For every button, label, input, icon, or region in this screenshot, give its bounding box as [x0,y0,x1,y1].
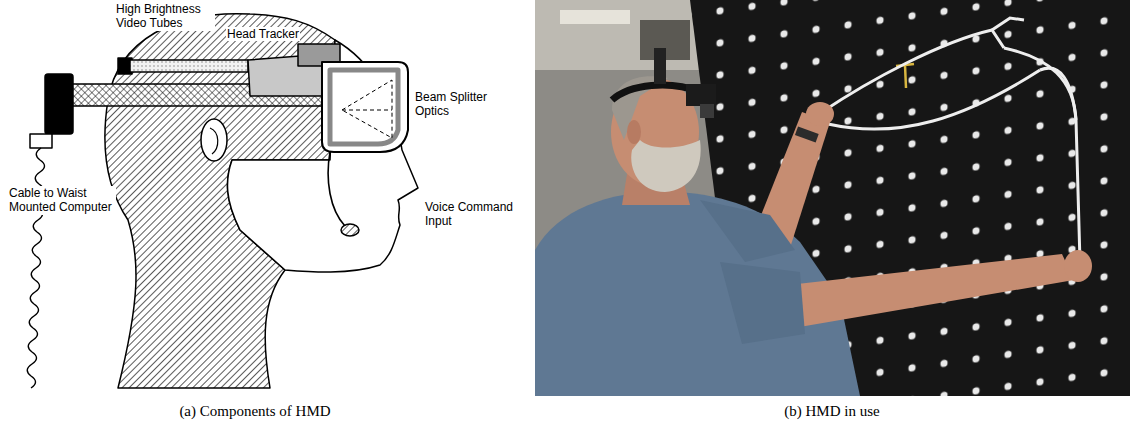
label-holder: (b) HMD in use [682,402,982,420]
ear-inner [210,128,218,154]
wire-harness [822,18,1080,262]
lab-light [560,10,630,24]
headset-display [686,84,716,106]
forearm [762,254,1074,330]
label-holder: High Brightness Video Tubes [115,2,215,31]
subfigure-caption: (a) Components of HMD [179,402,330,420]
headset-tracker [654,48,666,84]
housing-frame [330,70,398,144]
label-holder: (a) Components of HMD [105,402,405,420]
sleeve [720,262,805,344]
cable-plug [30,134,52,148]
headset-lens [700,104,714,118]
rear-housing [45,74,73,134]
mic-boom [328,152,345,226]
hand [1064,250,1092,282]
beard [631,140,700,192]
hmd-photo [535,0,1130,396]
raised-sleeve [700,200,795,262]
part-label: High Brightness Video Tubes [115,2,215,31]
ear [201,119,227,161]
part-label: Voice Command Input [424,200,519,229]
watch [795,126,819,142]
microphone [341,224,359,236]
ear [627,120,641,144]
part-label: Beam Splitter Optics [414,90,499,119]
label-holder: Beam Splitter Optics [414,90,499,119]
label-holder: Voice Command Input [424,200,519,229]
lab-background [535,0,1130,396]
optics-lines [342,80,392,138]
subfigure-caption: (b) HMD in use [784,402,879,420]
raised-hand [806,102,834,126]
beam-splitter-housing [322,62,408,152]
pegboard [690,0,1130,396]
lab-wall [535,0,705,70]
label-holder: Head Tracker [226,24,316,42]
part-label: Cable to Waist Mounted Computer [8,186,116,215]
label-holder: Cable to Waist Mounted Computer [8,186,116,215]
part-label: Head Tracker [226,27,300,41]
face [227,40,418,272]
video-tube [130,60,248,72]
coiled-cable [27,148,44,388]
